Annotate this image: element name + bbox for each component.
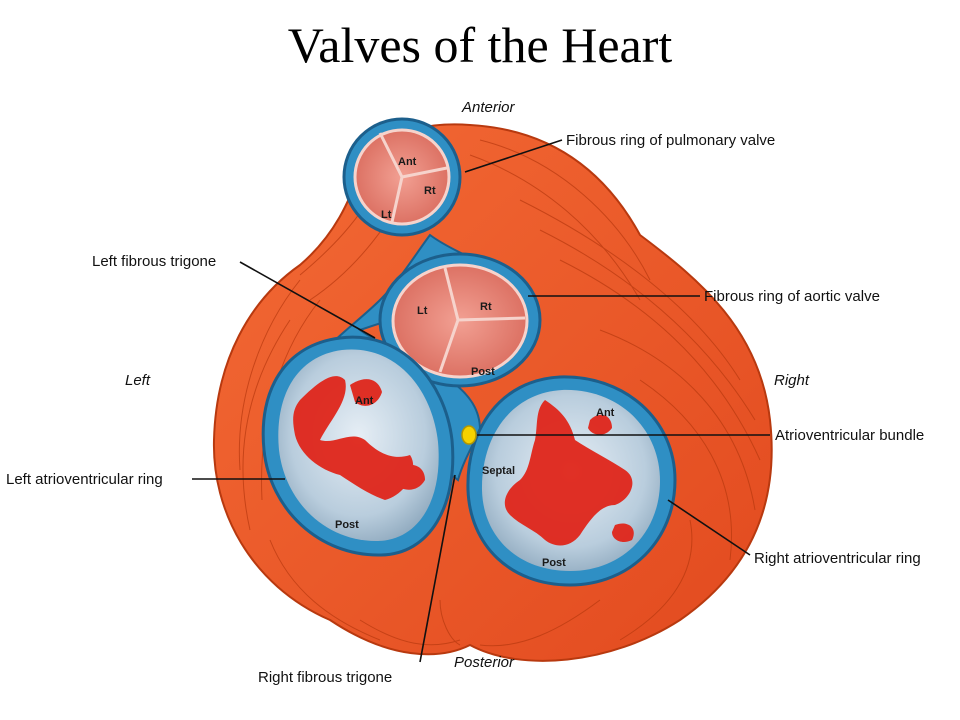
pulmonary-cusp-lt: Lt bbox=[381, 209, 392, 221]
tricuspid-leaflets bbox=[504, 400, 634, 546]
aortic-cusp-post: Post bbox=[471, 366, 495, 378]
aortic-cusp-lt: Lt bbox=[417, 305, 428, 317]
tricuspid-cusp-septal: Septal bbox=[482, 465, 515, 477]
pulmonary-cusp-ant: Ant bbox=[398, 156, 417, 168]
muscle-fibers bbox=[238, 139, 761, 647]
label-pulmonary-ring: Fibrous ring of pulmonary valve bbox=[566, 132, 775, 149]
mitral-leaflets bbox=[293, 376, 425, 500]
mitral-cusp-post: Post bbox=[335, 519, 359, 531]
mitral-cusp-ant: Ant bbox=[355, 395, 374, 407]
pulmonary-valve: Ant Rt Lt bbox=[342, 117, 462, 237]
label-right-fibrous-trigone: Right fibrous trigone bbox=[258, 669, 392, 686]
tricuspid-cusp-post: Post bbox=[542, 557, 566, 569]
orientation-left: Left bbox=[125, 372, 151, 389]
mitral-valve: Ant Post bbox=[261, 335, 455, 557]
av-bundle-marker bbox=[461, 425, 477, 445]
pulmonary-cusp-rt: Rt bbox=[424, 185, 436, 197]
tricuspid-valve: Ant Septal Post bbox=[466, 375, 677, 587]
page-title: Valves of the Heart bbox=[287, 17, 673, 73]
leader-lines bbox=[192, 139, 770, 663]
aortic-valve: Lt Rt Post bbox=[378, 252, 542, 388]
label-right-av-ring: Right atrioventricular ring bbox=[754, 550, 921, 567]
label-aortic-ring: Fibrous ring of aortic valve bbox=[704, 288, 880, 305]
orientation-posterior: Posterior bbox=[454, 654, 515, 671]
orientation-anterior: Anterior bbox=[461, 99, 516, 116]
label-left-av-ring: Left atrioventricular ring bbox=[6, 471, 163, 488]
aortic-cusp-rt: Rt bbox=[480, 301, 492, 313]
label-av-bundle: Atrioventricular bundle bbox=[775, 427, 924, 444]
tricuspid-cusp-ant: Ant bbox=[596, 407, 615, 419]
orientation-right: Right bbox=[774, 372, 810, 389]
label-left-fibrous-trigone: Left fibrous trigone bbox=[92, 253, 216, 270]
